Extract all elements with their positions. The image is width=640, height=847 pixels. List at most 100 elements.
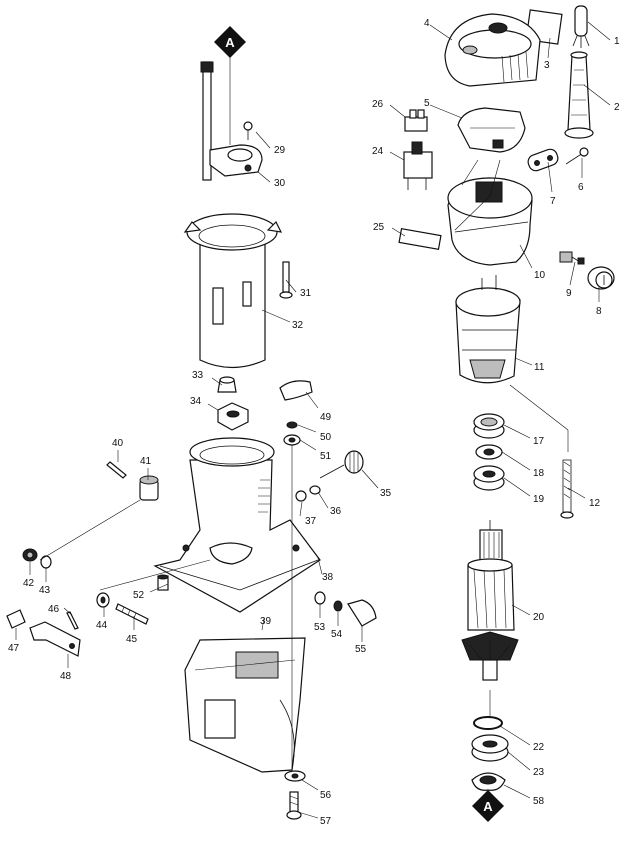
label-part-43: 43 xyxy=(39,585,51,596)
part-1-cord-guard xyxy=(572,5,590,48)
part-45-stud xyxy=(115,603,149,625)
label-part-34: 34 xyxy=(190,396,202,407)
part-23-bearing xyxy=(471,734,509,762)
label-part-17: 17 xyxy=(533,436,545,447)
part-35-knob xyxy=(319,450,364,479)
label-part-46: 46 xyxy=(48,604,60,615)
part-38-base xyxy=(153,437,321,613)
label-part-29: 29 xyxy=(274,145,286,156)
part-labels: 1 2 3 4 5 6 7 8 9 10 11 12 17 18 19 20 2… xyxy=(8,18,620,827)
label-part-50: 50 xyxy=(320,432,332,443)
label-part-18: 18 xyxy=(533,468,545,479)
part-25-insulation xyxy=(398,227,442,251)
label-part-40: 40 xyxy=(112,438,124,449)
part-42-nut xyxy=(22,548,38,562)
part-51-washer xyxy=(283,434,301,446)
part-7-clamp xyxy=(527,148,559,172)
part-26-terminal xyxy=(404,109,428,132)
label-part-57: 57 xyxy=(320,816,332,827)
part-5-brush-holder xyxy=(457,107,526,153)
label-part-3: 3 xyxy=(544,60,550,71)
label-part-8: 8 xyxy=(596,306,602,317)
part-36-washer xyxy=(309,485,321,495)
part-20-armature xyxy=(461,520,519,681)
part-53-washer xyxy=(314,591,326,605)
label-part-58: 58 xyxy=(533,796,545,807)
part-19-ball-bearing xyxy=(473,465,505,491)
part-58-retainer xyxy=(471,772,506,791)
label-part-1: 1 xyxy=(614,36,620,47)
label-part-5: 5 xyxy=(424,98,430,109)
part-41-sleeve xyxy=(139,475,159,501)
label-part-49: 49 xyxy=(320,412,332,423)
label-part-44: 44 xyxy=(96,620,108,631)
part-30-depth-rod xyxy=(200,61,263,181)
label-part-6: 6 xyxy=(578,182,584,193)
label-part-51: 51 xyxy=(320,451,332,462)
part-56-washer xyxy=(284,770,306,782)
label-part-48: 48 xyxy=(60,671,72,682)
part-8-brush-cap xyxy=(587,266,615,290)
part-50-washer xyxy=(286,421,298,429)
part-12-long-screw xyxy=(560,459,574,519)
svg-text:A: A xyxy=(225,35,235,50)
label-part-47: 47 xyxy=(8,643,20,654)
part-6-screw xyxy=(565,147,589,165)
part-22-snap-ring xyxy=(473,716,503,730)
part-52-set-screw xyxy=(157,574,169,591)
label-part-55: 55 xyxy=(355,644,367,655)
label-part-33: 33 xyxy=(192,370,204,381)
reference-marker-top: A xyxy=(214,26,246,58)
part-57-screw xyxy=(286,791,302,820)
label-part-30: 30 xyxy=(274,178,286,189)
label-part-32: 32 xyxy=(292,320,304,331)
label-part-38: 38 xyxy=(322,572,334,583)
label-part-2: 2 xyxy=(614,102,620,113)
part-43-washer xyxy=(40,555,52,569)
label-part-12: 12 xyxy=(589,498,601,509)
label-part-45: 45 xyxy=(126,634,138,645)
label-part-39: 39 xyxy=(260,616,272,627)
label-part-4: 4 xyxy=(424,18,430,29)
leader-lines xyxy=(15,21,611,819)
label-part-56: 56 xyxy=(320,790,332,801)
part-47-lever-cap xyxy=(6,609,26,629)
part-11-field xyxy=(455,275,521,384)
part-48-lever xyxy=(29,621,81,657)
part-29-screw xyxy=(243,121,253,140)
part-46-pin xyxy=(66,611,79,630)
part-55-wing-bolt xyxy=(347,599,377,627)
part-37-washer xyxy=(295,490,307,502)
part-10-motor-housing xyxy=(447,159,533,266)
label-part-35: 35 xyxy=(380,488,392,499)
part-24-switch xyxy=(403,141,433,190)
part-18-washer xyxy=(475,444,503,460)
part-39-trimmer-guide xyxy=(184,637,306,773)
svg-text:A: A xyxy=(483,799,493,814)
label-part-11: 11 xyxy=(534,362,545,373)
label-part-10: 10 xyxy=(534,270,546,281)
part-4-motor-cover xyxy=(444,13,541,87)
label-part-31: 31 xyxy=(300,288,312,299)
label-part-25: 25 xyxy=(373,222,385,233)
part-54-washer xyxy=(333,600,343,612)
label-part-22: 22 xyxy=(533,742,545,753)
label-part-20: 20 xyxy=(533,612,545,623)
label-part-23: 23 xyxy=(533,767,545,778)
part-2-strain-relief xyxy=(564,51,594,139)
part-32-housing-sleeve xyxy=(183,213,283,369)
part-31-screw xyxy=(279,261,293,299)
part-33-nut xyxy=(217,376,237,393)
label-part-36: 36 xyxy=(330,506,342,517)
label-part-41: 41 xyxy=(140,456,152,467)
part-44-washer xyxy=(96,592,110,608)
label-part-42: 42 xyxy=(23,578,35,589)
label-part-37: 37 xyxy=(305,516,317,527)
label-part-9: 9 xyxy=(566,288,572,299)
part-34-hex-nut xyxy=(217,402,249,431)
part-9-carbon-brush xyxy=(559,251,585,265)
label-part-52: 52 xyxy=(133,590,145,601)
part-17-bearing xyxy=(473,413,505,439)
